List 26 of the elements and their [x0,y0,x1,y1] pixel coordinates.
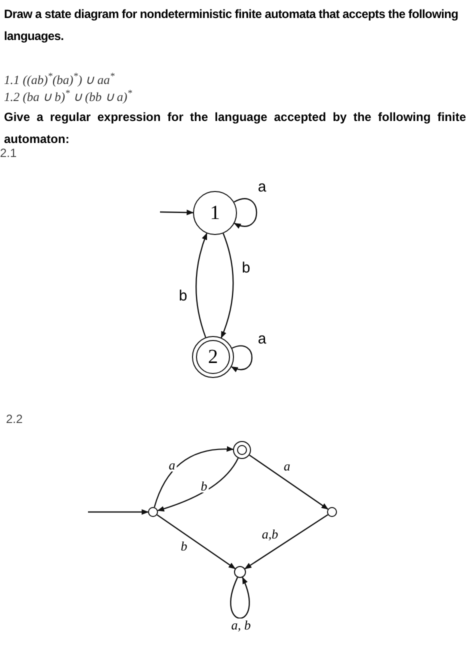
transition-arrow [220,233,234,338]
edge-label: a, b [230,618,252,632]
question-text: 2.2 [6,411,23,428]
transition-arrow [156,514,236,570]
transition-arrow [157,458,239,512]
edge-label: b [180,540,188,552]
transition-arrow [160,210,194,216]
edge-label: a,b [260,528,280,540]
question-text: Give a regular expression for the language accepted by the following finite automaton: [4,109,466,148]
edge-label: b [200,480,208,492]
transition-arrow [196,232,208,338]
state-label: 1 [210,203,220,223]
transition-arrow [230,576,250,619]
transition-arrow [88,509,149,515]
state-label: 2 [208,347,218,367]
question-text: 1.2 (ba ∪ b)$^{*}$ ∪ (bb ∪ a)$^{*}$ [4,88,132,106]
transition-arrow [249,454,328,510]
question-text: Draw a state diagram for nondeterministic finite automata that accepts the following languages. [4,6,460,45]
transition-arrow [234,198,258,228]
edge-label: b [240,260,252,276]
edge-label: b [178,288,188,304]
transition-arrow [244,514,328,570]
question-text: 1.1 ((ab)$^{*}$(ba)$^{*}$) ∪ aa$^{*}$ [4,71,115,89]
transition-arrow [230,346,252,372]
question-text: 2.1 [0,145,17,162]
transition-arrow [154,446,234,508]
